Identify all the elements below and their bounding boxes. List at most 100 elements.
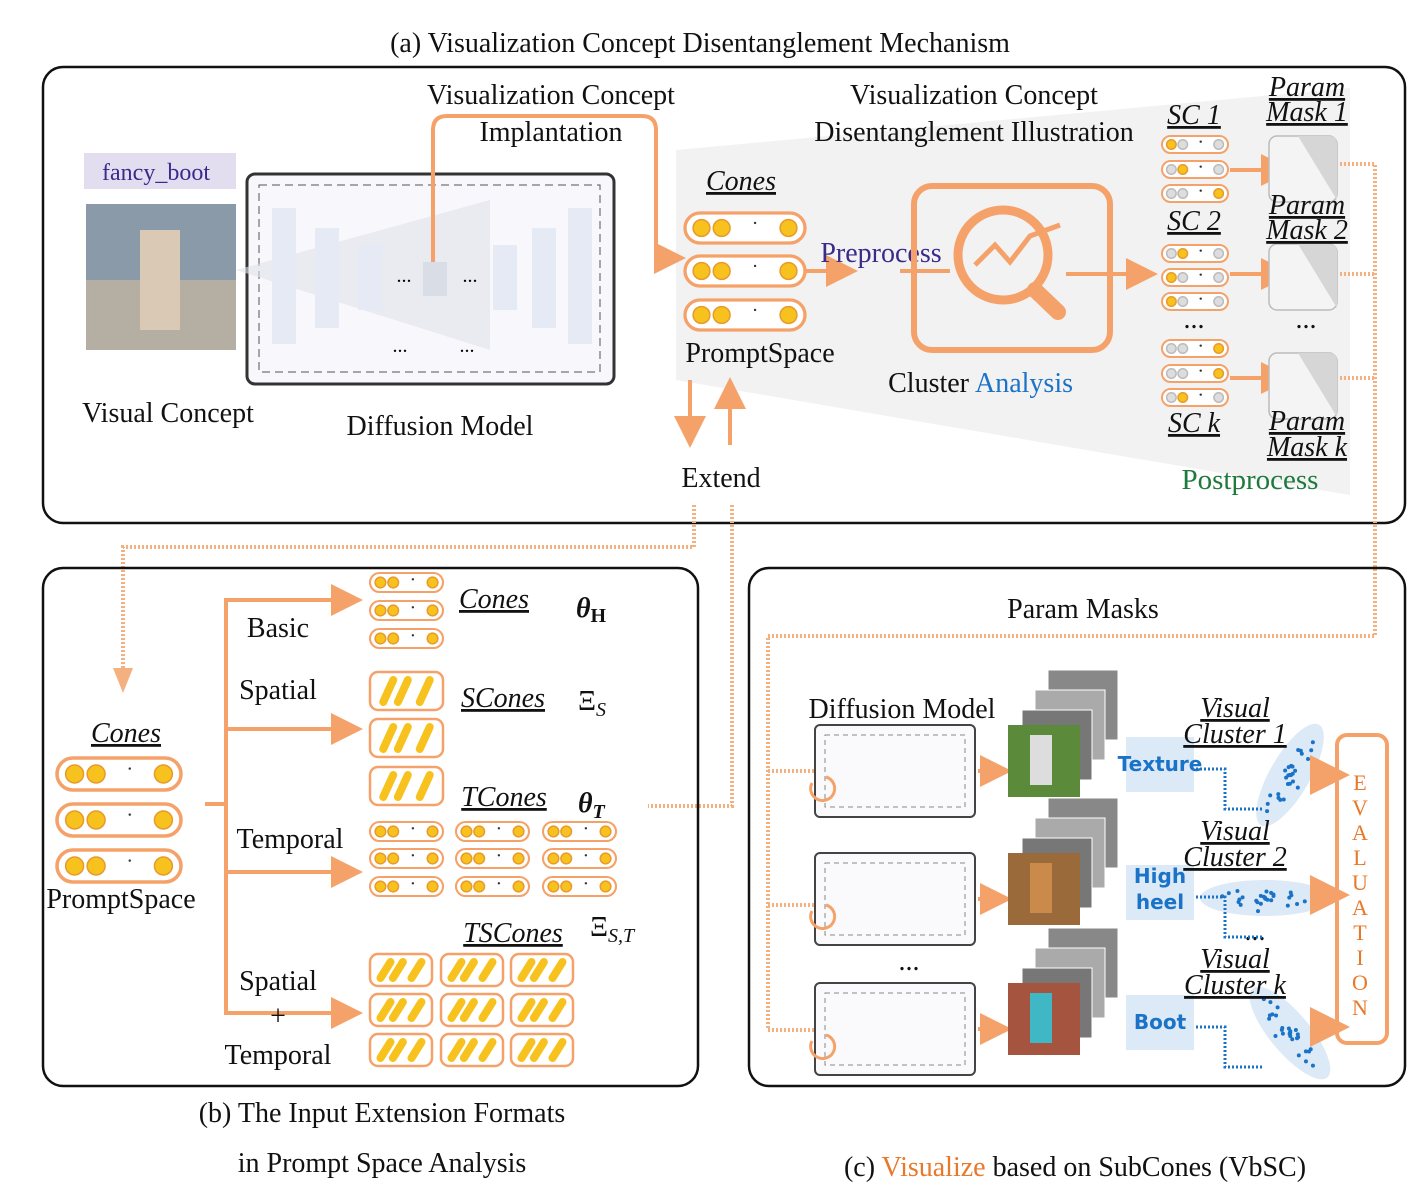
token-dot — [779, 218, 798, 238]
cluster-point — [1287, 895, 1292, 900]
evaluation-letter: O — [1352, 970, 1368, 995]
cluster-point — [1283, 768, 1288, 773]
ellipsis-dot — [1199, 165, 1202, 168]
token-dot — [512, 880, 525, 893]
cluster-point — [1281, 797, 1286, 802]
spatial-bar — [529, 958, 548, 982]
token-dot — [692, 261, 711, 281]
ellipsis-dot — [1199, 393, 1202, 396]
token-pill — [1161, 135, 1229, 154]
token-pill — [541, 875, 618, 898]
spatial-token — [509, 952, 575, 988]
evaluation-letter: N — [1352, 995, 1368, 1020]
token-pill — [1161, 339, 1229, 358]
token-dot — [692, 218, 711, 238]
spatial-bar — [459, 958, 478, 982]
pill-outline — [368, 599, 445, 622]
spatial-bar — [517, 1038, 536, 1062]
token-dot — [712, 305, 731, 325]
cluster-point — [1309, 748, 1314, 753]
token-dot — [779, 261, 798, 281]
visual-concept-label: Visual Concept — [82, 398, 254, 429]
cluster-point — [1265, 801, 1270, 806]
token-pill — [1161, 388, 1229, 407]
spatial-bar — [407, 1038, 426, 1062]
cluster-label: Visual — [1200, 816, 1270, 847]
cluster-point — [1306, 757, 1311, 762]
spatial-bar — [379, 723, 398, 753]
cluster-point — [1268, 1000, 1273, 1005]
token-dot — [1177, 163, 1189, 176]
spatial-bar — [388, 958, 407, 982]
evaluation-letter: V — [1352, 795, 1368, 820]
spatial-bar — [379, 771, 398, 801]
analysis-icon — [953, 205, 1053, 305]
spatial-label: Spatial — [239, 675, 317, 706]
spatial-bar — [447, 998, 466, 1022]
token-dot — [1177, 342, 1189, 355]
ellipsis: ... — [1296, 304, 1317, 335]
token-pill — [1161, 292, 1229, 311]
token-pill — [454, 847, 531, 870]
token-dot — [473, 880, 486, 893]
token-pill — [55, 848, 183, 884]
cluster-label: Visual — [1200, 944, 1270, 975]
format-name: TCones — [461, 782, 547, 813]
cluster-analysis-box — [911, 183, 1113, 353]
diffusion-model-box — [814, 852, 976, 946]
illustration-label: Visualization Concept — [850, 80, 1098, 111]
token-dot — [1213, 138, 1225, 151]
cluster-point — [1303, 1049, 1308, 1054]
evaluation-letter: I — [1356, 945, 1363, 970]
cluster-point — [1307, 1049, 1312, 1054]
ellipsis-dot — [497, 827, 501, 830]
tag-label: Boot — [1134, 1010, 1187, 1034]
evaluation-letter: L — [1353, 845, 1366, 870]
ellipsis-dot — [128, 813, 131, 816]
ellipsis-dot — [584, 882, 588, 885]
cluster-point — [1299, 751, 1304, 756]
token-dot — [1165, 295, 1177, 308]
token-dot — [426, 880, 439, 893]
plus-label: + — [270, 1001, 286, 1032]
cluster-point — [1285, 903, 1290, 908]
cluster-label: Cluster 1 — [1183, 719, 1286, 750]
pill-outline — [541, 847, 618, 870]
ellipsis-dot — [1199, 249, 1202, 252]
pill-outline — [368, 875, 445, 898]
cluster-label: Cluster — [888, 368, 970, 399]
pill-outline — [1161, 160, 1229, 179]
token-dot — [712, 218, 731, 238]
tag-label: heel — [1136, 890, 1184, 914]
spatial-bar — [388, 998, 407, 1022]
ellipsis-dot — [411, 827, 415, 830]
caption-c-suffix: based on SubCones (VbSC) — [986, 1152, 1306, 1183]
spatial-bar — [393, 676, 412, 706]
token-dot — [547, 880, 560, 893]
evaluation-letter: A — [1352, 895, 1368, 920]
token-dot — [692, 305, 711, 325]
pill-outline — [368, 847, 445, 870]
pill-outline — [368, 820, 445, 843]
token-dot — [599, 825, 612, 838]
unet-outline — [824, 862, 966, 936]
token-dot — [1177, 271, 1189, 284]
token-dot — [1213, 295, 1225, 308]
spatial-bar — [415, 771, 434, 801]
spatial-token — [368, 992, 434, 1028]
ellipsis-dot — [584, 827, 588, 830]
pill-outline — [368, 571, 445, 594]
concept-tag: fancy_boot — [102, 160, 210, 186]
format-subscript: T — [593, 801, 606, 823]
token-dot — [547, 825, 560, 838]
cluster-point — [1271, 894, 1276, 899]
spatial-bar — [376, 1038, 395, 1062]
tag-box — [1126, 737, 1194, 792]
token-dot — [473, 825, 486, 838]
token-dot — [153, 856, 174, 876]
cluster-point — [1274, 1013, 1279, 1018]
spatial-bar — [548, 958, 567, 982]
title-a: (a) Visualization Concept Disentanglemen… — [390, 28, 1010, 59]
ellipsis-dot — [497, 882, 501, 885]
spatial-bar — [379, 676, 398, 706]
